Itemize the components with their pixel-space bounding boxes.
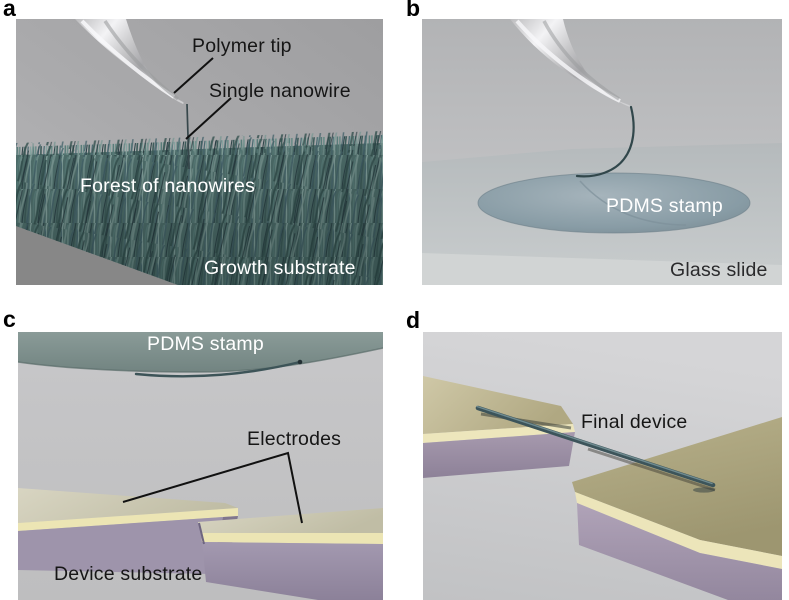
- leader-electrodes: [122, 451, 303, 524]
- single-nanowire-bent: [575, 105, 635, 178]
- panel-letter-c: c: [3, 306, 16, 332]
- label-single-nanowire: Single nanowire: [209, 80, 351, 102]
- right-electrode-slab: [572, 417, 782, 600]
- leader-polymer-tip: [173, 57, 214, 94]
- leader-single-nanowire: [185, 97, 232, 140]
- label-pdms-stamp: PDMS stamp: [147, 333, 264, 355]
- panel-letter-a: a: [3, 0, 16, 21]
- nanowire-on-stamp: [134, 359, 303, 378]
- pdms-stamp-lens: [18, 332, 383, 373]
- label-pdms-stamp: PDMS stamp: [606, 195, 723, 217]
- label-electrodes: Electrodes: [247, 428, 342, 450]
- polymer-tip-cone: [510, 19, 631, 107]
- polymer-tip-cone: [75, 19, 184, 104]
- panel-letter-b: b: [406, 0, 421, 21]
- right-electrode: [198, 508, 383, 600]
- panel-letter-d: d: [406, 307, 421, 333]
- panel-b-scene: [422, 19, 782, 285]
- panel-a-pickup-from-forest: Polymer tip Single nanowire Forest of na…: [16, 19, 383, 285]
- growth-substrate-slab: [16, 212, 191, 285]
- label-device-substrate: Device substrate: [54, 563, 203, 585]
- panel-d-scene: [423, 332, 782, 600]
- label-forest-of-nanowires: Forest of nanowires: [80, 175, 256, 197]
- label-polymer-tip: Polymer tip: [192, 35, 292, 57]
- nanowire-forest: [16, 131, 383, 285]
- label-glass-slide: Glass slide: [670, 259, 768, 281]
- panel-d-final-device: Final device: [423, 332, 782, 600]
- nanowire-bridge: [475, 405, 716, 493]
- pdms-stamp-disc: [477, 172, 751, 234]
- panel-c-transfer-to-electrodes: PDMS stamp Electrodes Device substrate: [18, 332, 383, 600]
- panel-c-scene: [18, 332, 383, 600]
- panel-a-scene: [16, 19, 383, 285]
- label-final-device: Final device: [581, 411, 688, 433]
- nanowire-reflection: [579, 180, 687, 226]
- label-growth-substrate: Growth substrate: [204, 257, 356, 279]
- panel-b-place-on-stamp: PDMS stamp Glass slide: [422, 19, 782, 285]
